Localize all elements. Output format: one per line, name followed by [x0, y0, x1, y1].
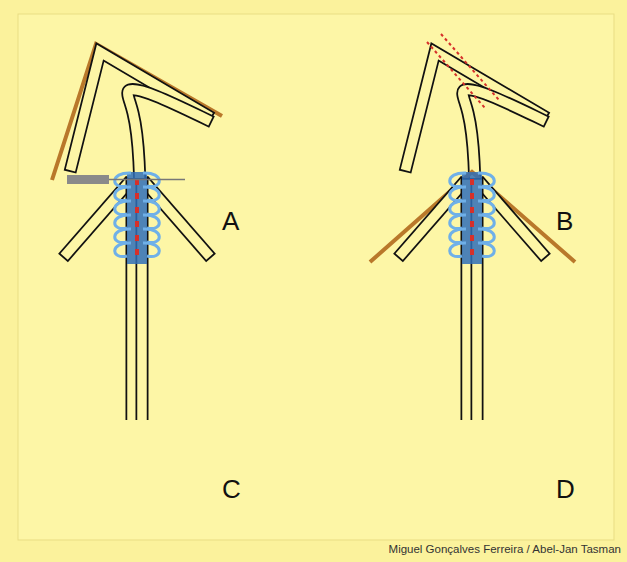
- panel-letter: B: [556, 206, 573, 237]
- suture-loop: [478, 173, 494, 187]
- suture-point: [470, 179, 474, 185]
- panel-letter: D: [556, 474, 575, 505]
- lateral-crus-right-edge: [143, 180, 211, 258]
- needle-holder: [67, 175, 109, 184]
- suture-point: [470, 249, 474, 255]
- suture-point: [135, 235, 139, 241]
- suture-loop: [450, 201, 466, 215]
- suture-point: [135, 221, 139, 227]
- panel-letter: A: [222, 206, 239, 237]
- suture-loop: [450, 243, 466, 257]
- lateral-crus-left: [63, 180, 131, 258]
- suture-point: [135, 249, 139, 255]
- panel-letter: C: [222, 474, 241, 505]
- suture-loop: [450, 215, 466, 229]
- suture-point: [135, 193, 139, 199]
- suture-point: [470, 193, 474, 199]
- suture-loop: [115, 187, 131, 201]
- lateral-crus-left: [398, 180, 466, 258]
- suture-loop: [478, 187, 494, 201]
- suture-loop: [478, 201, 494, 215]
- suture-loop: [115, 229, 131, 243]
- suture-loop: [478, 243, 494, 257]
- suture-point: [135, 207, 139, 213]
- lateral-crus-right: [143, 180, 211, 258]
- suture-loop: [450, 173, 466, 187]
- suture-loop: [450, 187, 466, 201]
- suture-loop: [478, 215, 494, 229]
- suture-point: [470, 207, 474, 213]
- suture-loop: [115, 243, 131, 257]
- suture-point: [470, 235, 474, 241]
- cut-line: [441, 34, 499, 100]
- lateral-crus-right: [478, 180, 546, 258]
- suture-loop: [143, 215, 159, 229]
- suture-loop: [143, 187, 159, 201]
- needle: [109, 179, 185, 181]
- suture-point: [470, 221, 474, 227]
- suture-loop: [143, 229, 159, 243]
- suture-loop: [143, 201, 159, 215]
- suture-loop: [450, 229, 466, 243]
- suture-loop: [143, 243, 159, 257]
- suture-loop: [115, 201, 131, 215]
- panel-ground: [18, 14, 614, 540]
- credit-line: Miguel Gonçalves Ferreira / Abel-Jan Tas…: [389, 543, 621, 555]
- lateral-crus-left-edge: [398, 180, 466, 258]
- lateral-crus-left-edge: [63, 180, 131, 258]
- suture-loop: [115, 215, 131, 229]
- suture-loop: [478, 229, 494, 243]
- lateral-crus-right-edge: [478, 180, 546, 258]
